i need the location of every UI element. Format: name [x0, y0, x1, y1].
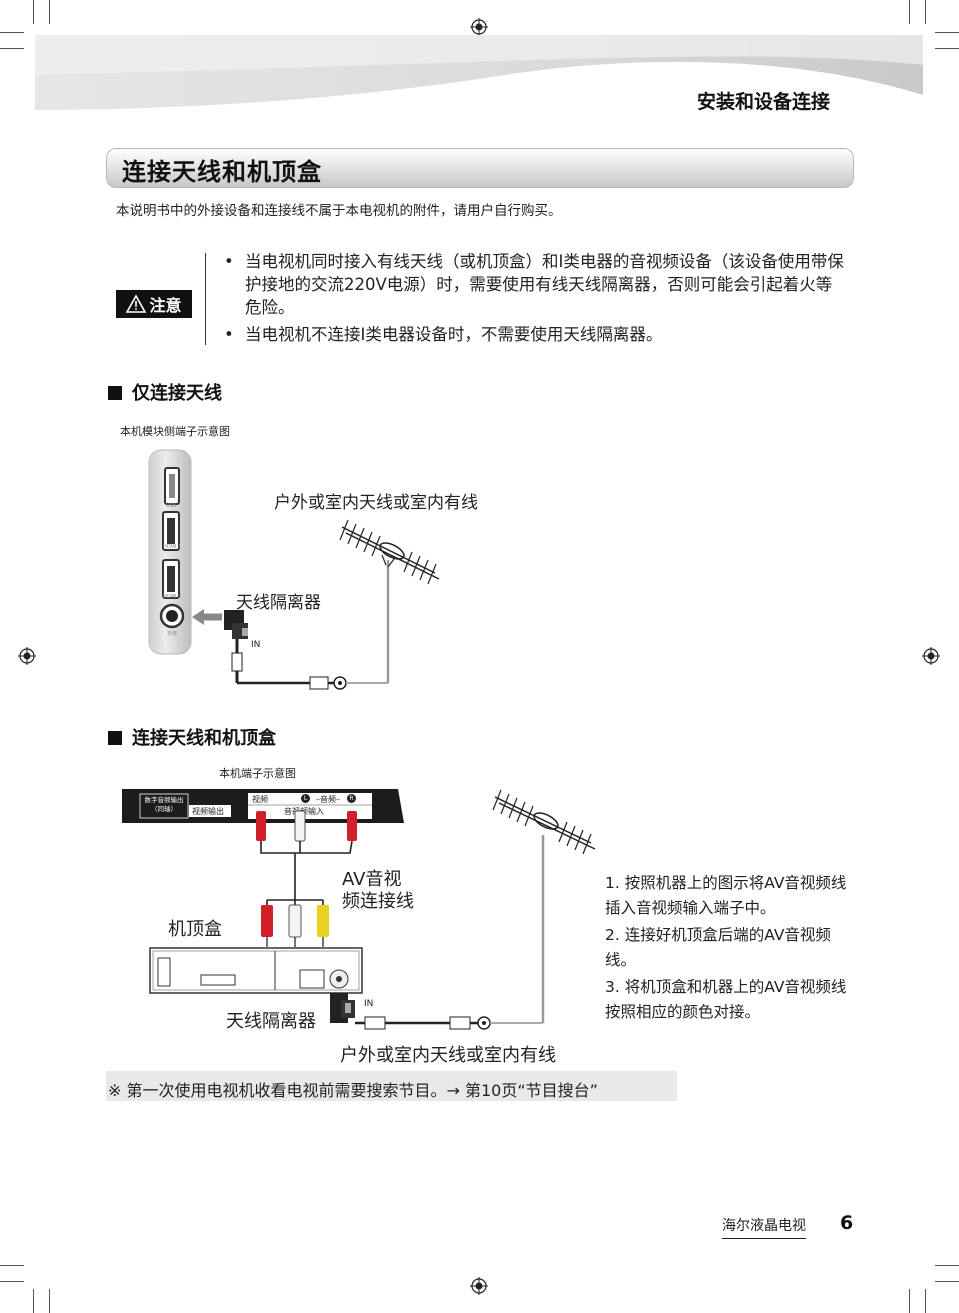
section2-heading: 连接天线和机顶盒 — [108, 724, 276, 750]
crop-mark — [0, 48, 24, 49]
connection-steps: 1. 按照机器上的图示将AV音视频线插入音视频输入端子中。 2. 连接好机顶盒后… — [605, 871, 850, 1027]
registration-mark-icon — [470, 18, 488, 36]
section-title-bar — [106, 148, 854, 188]
section1-caption: 本机模块侧端子示意图 — [120, 425, 230, 438]
caution-label: 注意 — [149, 296, 182, 315]
section1-antenna-label: 户外或室内天线或室内有线 — [274, 493, 478, 513]
crop-mark — [0, 1281, 24, 1282]
crop-mark — [935, 32, 959, 33]
section2-connection-diagram — [149, 789, 596, 1030]
caution-item: 当电视机不连接I类电器设备时，不需要使用天线隔离器。 — [224, 323, 844, 346]
step-item: 1. 按照机器上的图示将AV音视频线插入音视频输入端子中。 — [605, 874, 847, 917]
digital-audio-label: 数字音频输出 — [144, 796, 184, 804]
registration-mark-icon — [922, 647, 940, 665]
crop-mark — [909, 1289, 910, 1313]
video-out-label: 视频输出 — [192, 807, 224, 816]
right-channel-badge: R — [347, 794, 356, 803]
section1-heading: 仅连接天线 — [108, 379, 222, 405]
crop-mark — [925, 1289, 926, 1313]
step-item: 3. 将机顶盒和机器上的AV音视频线按照相应的颜色对接。 — [605, 978, 847, 1021]
footer-brand: 海尔液晶电视 — [722, 1215, 806, 1239]
audio-label: –音频– — [316, 795, 340, 804]
page-number: 6 — [840, 1212, 854, 1234]
port-label-usb: USB — [166, 503, 177, 509]
registration-mark-icon — [470, 1277, 488, 1295]
registration-mark-icon — [18, 647, 36, 665]
crop-mark — [925, 0, 926, 24]
section2-isolator-label: 天线隔离器 — [226, 1011, 316, 1032]
crop-mark — [909, 0, 910, 24]
section2-antenna-label: 户外或室内天线或室内有线 — [340, 1045, 556, 1066]
crop-mark — [33, 0, 34, 24]
square-bullet-icon — [108, 386, 122, 400]
crop-mark — [935, 48, 959, 49]
tv-av-plugs — [256, 810, 357, 842]
left-channel-badge: L — [301, 794, 310, 803]
port-label-hdmi1: HDMI 1 — [163, 544, 182, 550]
tv-side-port-panel — [148, 449, 192, 655]
caution-badge: 注意 — [116, 290, 192, 318]
section2-caption: 本机端子示意图 — [219, 767, 296, 780]
section2-heading-text: 连接天线和机顶盒 — [132, 728, 276, 749]
stb-label: 机顶盒 — [168, 919, 222, 940]
note-bar — [106, 1071, 677, 1101]
caution-item: 当电视机同时接入有线天线（或机顶盒）和I类电器的音视频设备（该设备使用带保护接地… — [224, 250, 844, 319]
crop-mark — [0, 1265, 24, 1266]
step-item: 2. 连接好机顶盒后端的AV音视频线。 — [605, 926, 831, 969]
crop-mark — [0, 32, 24, 33]
square-bullet-icon — [108, 731, 122, 745]
header-swoosh — [35, 35, 923, 110]
crop-mark — [935, 1265, 959, 1266]
intro-text: 本说明书中的外接设备和连接线不属于本电视机的附件，请用户自行购买。 — [116, 203, 562, 219]
section1-connection-diagram — [192, 519, 440, 690]
warning-icon — [126, 294, 147, 313]
section1-isolator-label: 天线隔离器 — [236, 593, 321, 613]
crop-mark — [935, 1281, 959, 1282]
crop-mark — [33, 1289, 34, 1313]
port-label-rf: 天线 — [167, 631, 178, 637]
crop-mark — [49, 0, 50, 24]
note-text: ※ 第一次使用电视机收看电视前需要搜索节目。→ 第10页“节目搜台” — [108, 1081, 598, 1100]
crop-mark — [49, 1289, 50, 1313]
av-cable-label-line2: 频连接线 — [342, 891, 414, 912]
caution-list: 当电视机同时接入有线天线（或机顶盒）和I类电器的音视频设备（该设备使用带保护接地… — [224, 250, 844, 350]
section1-heading-text: 仅连接天线 — [132, 383, 222, 404]
port-label-hdmi2: HDMI 2 — [163, 594, 182, 600]
page-title: 连接天线和机顶盒 — [122, 158, 322, 186]
tv-rear-port-panel — [122, 789, 404, 823]
header-section-title: 安装和设备连接 — [697, 91, 831, 113]
av-cable-label-line1: AV音视 — [342, 869, 402, 890]
coaxial-label: （同轴） — [151, 805, 177, 813]
caution-divider — [205, 253, 206, 345]
av-cable-label: AV音视 频连接线 — [342, 869, 414, 913]
video-label: 视频 — [252, 795, 268, 804]
digital-audio-port-label: 数字音频输出 （同轴） — [140, 796, 188, 814]
section1-in-label: IN — [251, 640, 261, 650]
section2-in-label: IN — [364, 999, 374, 1009]
